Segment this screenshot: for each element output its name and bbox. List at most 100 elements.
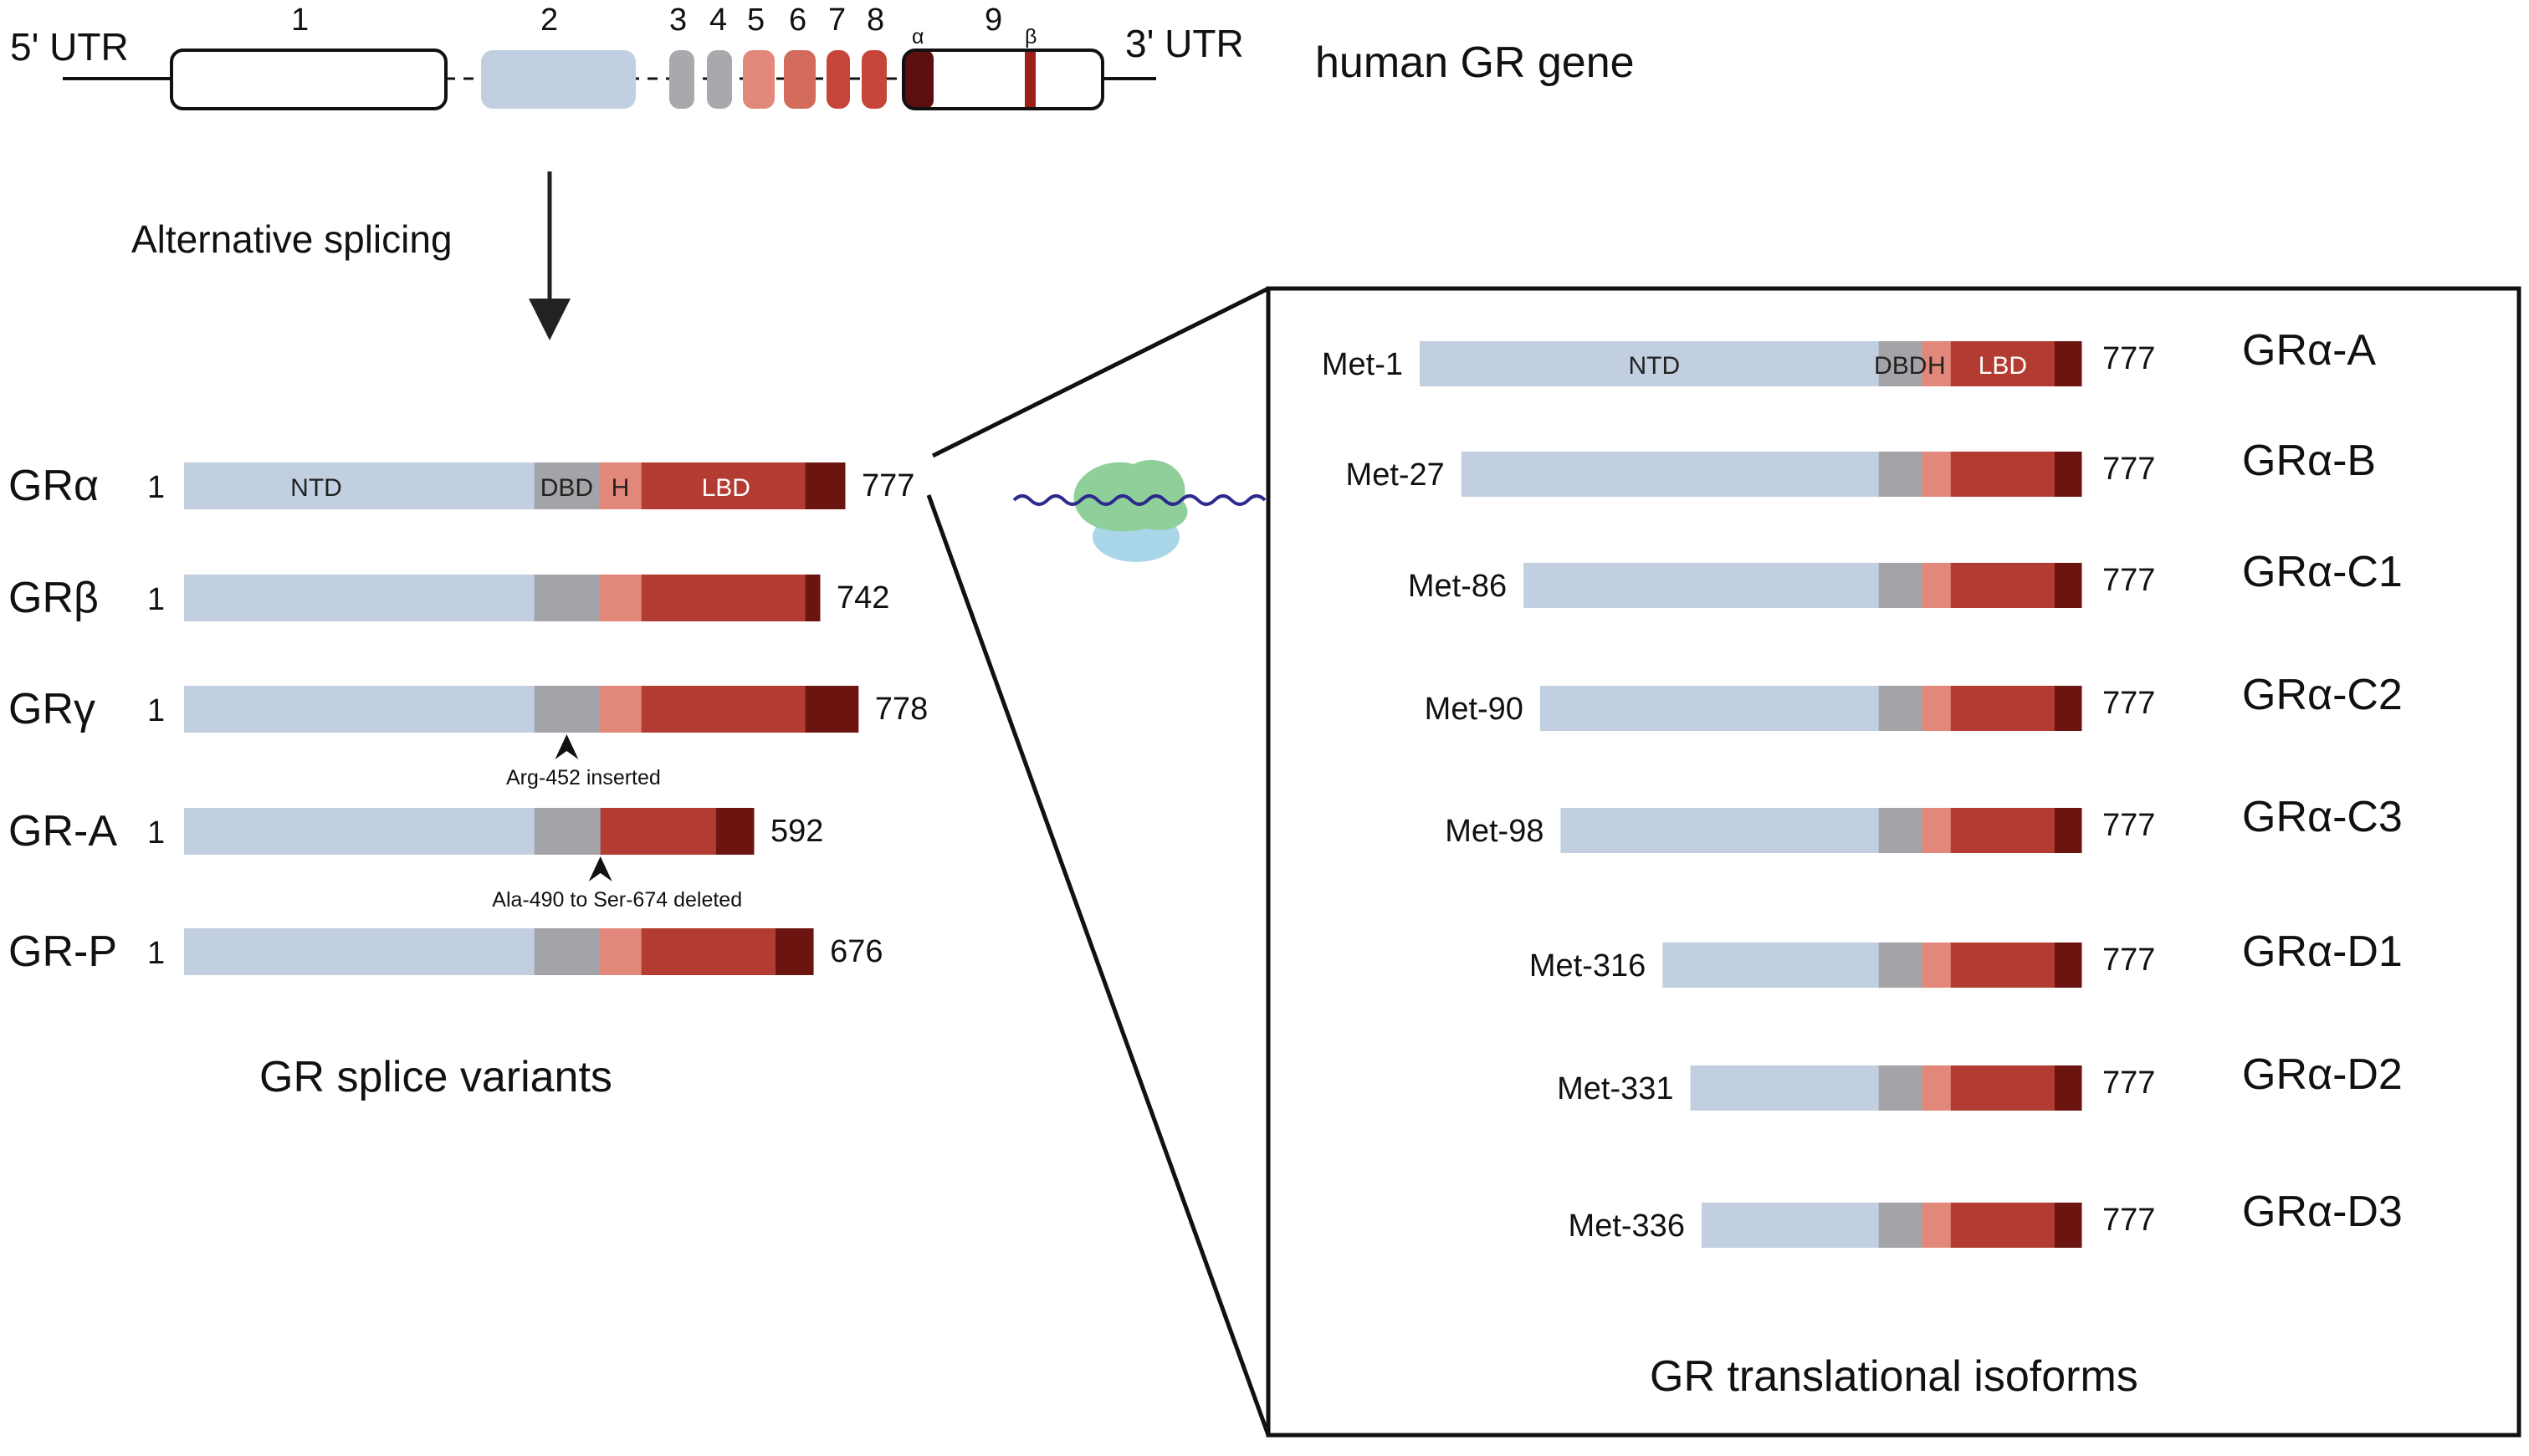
exon-3 [669, 50, 694, 109]
domain-segment-ntd [184, 928, 535, 975]
isoform-domain-dbd [1878, 563, 1923, 608]
isoform-start-label: Met-86 [1408, 569, 1507, 604]
variant-start-label: 1 [147, 936, 165, 971]
exon-1 [170, 49, 448, 110]
gene-title: human GR gene [1315, 38, 1635, 87]
exon-number-3: 3 [669, 3, 687, 38]
isoform-domain-ntd [1701, 1203, 1880, 1248]
isoform-domain-h [1922, 1065, 1952, 1111]
utr3-label: 3' UTR [1125, 22, 1244, 65]
ribosome-large-subunit [1073, 460, 1188, 532]
domain-segment-lbd [641, 686, 806, 733]
isoform-domain-end [2054, 1203, 2082, 1248]
note-arrowhead [588, 856, 612, 881]
exon-number-6: 6 [789, 3, 806, 38]
variant-name: GR-A [8, 807, 117, 856]
splice-variants-title: GR splice variants [259, 1053, 612, 1101]
isoform-domain-end [2054, 563, 2082, 608]
exon-9-body [902, 49, 1104, 110]
isoform-domain-ntd [1662, 943, 1880, 988]
isoform-domain-ntd [1539, 686, 1880, 731]
isoform-domain-end [2054, 686, 2082, 731]
domain-segment-lbd [641, 575, 806, 621]
domain-segment-dbd [534, 686, 600, 733]
variant-name: GRα [8, 462, 99, 510]
isoform-name: GRα-D3 [2242, 1188, 2403, 1236]
exon-7 [827, 50, 850, 109]
exon-2 [481, 50, 636, 109]
isoform-end-label: 777 [2102, 808, 2155, 843]
alpha-label: α [912, 25, 924, 49]
variant-end-label: 778 [875, 692, 928, 727]
exon-number-4: 4 [709, 3, 727, 38]
isoform-name: GRα-D1 [2242, 927, 2403, 976]
domain-segment-lbd [600, 808, 717, 855]
exon-4 [707, 50, 732, 109]
domain-label-lbd: LBD [702, 474, 750, 502]
zoom-line-top [931, 286, 1270, 458]
isoform-domain-end [2054, 808, 2082, 853]
isoform-domain-h [1922, 808, 1952, 853]
isoform-start-label: Met-90 [1425, 692, 1523, 727]
isoform-name: GRα-C2 [2242, 671, 2403, 719]
variant-end-label: 742 [837, 580, 889, 616]
domain-segment-end [715, 808, 755, 855]
domain-label-ntd: NTD [290, 474, 342, 502]
isoform-domain-dbd [1878, 1203, 1923, 1248]
isoform-domain-dbd [1878, 1065, 1923, 1111]
isoform-domain-dbd [1878, 808, 1923, 853]
isoform-domain-h [1922, 686, 1952, 731]
zoom-line-bottom [926, 494, 1271, 1436]
gr-gene-structure: 5' UTR 3' UTR human GR gene 1 2 3 4 5 6 … [10, 3, 1635, 110]
exon-9-beta-part [1025, 52, 1036, 107]
domain-segment-dbd [534, 808, 602, 855]
beta-label: β [1025, 25, 1037, 49]
exon-5 [743, 50, 775, 109]
note-arrowhead [555, 734, 579, 759]
isoform-end-label: 777 [2102, 452, 2155, 487]
domain-segment-ntd [184, 575, 535, 621]
isoform-domain-end [2054, 943, 2082, 988]
exon-number-5: 5 [747, 3, 765, 38]
variant-end-label: 592 [770, 814, 823, 849]
exon-6 [784, 50, 816, 109]
isoform-domain-end [2054, 341, 2082, 386]
isoform-domain-lbd [1950, 452, 2055, 497]
domain-segment-ntd [184, 686, 535, 733]
exon-number-9: 9 [985, 3, 1002, 38]
domain-segment-h [599, 928, 642, 975]
isoform-domain-label-lbd: LBD [1979, 352, 2027, 380]
domain-segment-dbd [534, 575, 600, 621]
domain-segment-lbd [641, 462, 806, 509]
domain-label-dbd: DBD [540, 474, 593, 502]
isoform-domain-lbd [1950, 1203, 2055, 1248]
variant-name: GR-P [8, 927, 117, 976]
isoform-domain-dbd [1878, 452, 1923, 497]
domain-segment-end [805, 575, 821, 621]
isoform-domain-h [1922, 563, 1952, 608]
domain-segment-ntd [184, 808, 535, 855]
domain-segment-end [776, 928, 814, 975]
exon-8 [862, 50, 887, 109]
isoform-domain-h [1922, 341, 1952, 386]
isoform-domain-ntd [1461, 452, 1880, 497]
isoform-end-label: 777 [2102, 686, 2155, 721]
isoform-domain-ntd [1420, 341, 1880, 386]
domain-label-h: H [612, 474, 630, 502]
variant-start-label: 1 [147, 693, 165, 728]
isoform-start-label: Met-331 [1557, 1071, 1673, 1106]
isoform-domain-ntd [1690, 1065, 1880, 1111]
isoform-domain-lbd [1950, 563, 2055, 608]
isoform-domain-lbd [1950, 808, 2055, 853]
isoform-name: GRα-D2 [2242, 1050, 2403, 1099]
